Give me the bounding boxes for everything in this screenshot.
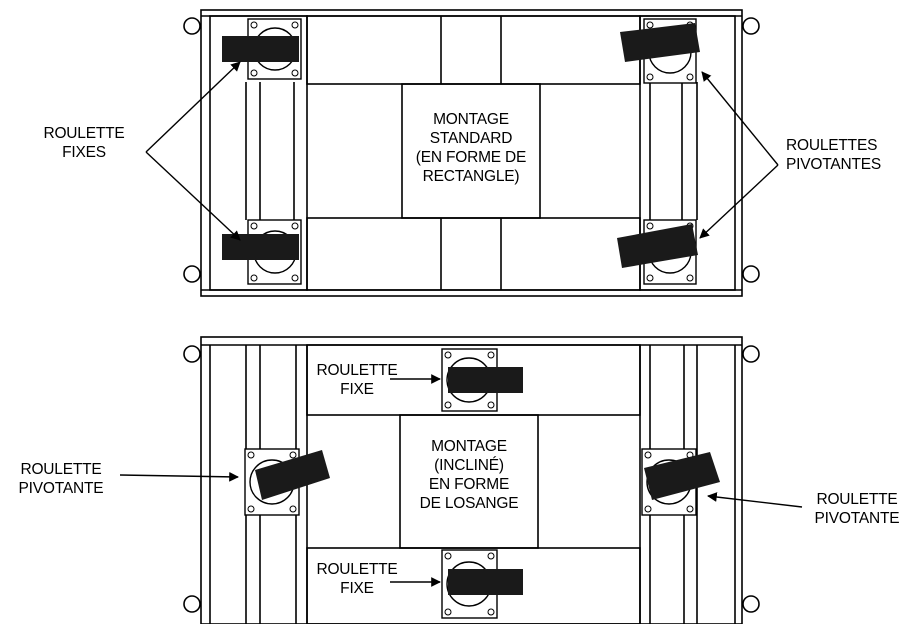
top-swivel-caster-lower [617, 219, 698, 285]
bottom-platform-top-left-ring [183, 345, 201, 363]
top-arrows [145, 61, 779, 241]
bottom-fixed-caster-lower [441, 549, 523, 619]
bottom-bottom-caster-label: ROULETTE FIXE [316, 561, 398, 597]
bottom-swivel-caster-left [244, 448, 330, 516]
bottom-right-ring [742, 265, 760, 283]
bottom-left-ring [183, 265, 201, 283]
bottom-center-label: MONTAGE (INCLINÉ) EN FORME DE LOSANGE [419, 438, 519, 512]
top-right-label: ROULETTES PIVOTANTES [786, 137, 882, 173]
top-left-label: ROULETTE FIXES [43, 125, 125, 161]
top-swivel-caster-upper [620, 18, 700, 84]
top-center-panel [401, 83, 541, 219]
bottom-center-panel [399, 414, 539, 549]
bottom-platform-top-right-ring [742, 345, 760, 363]
top-platform [183, 9, 760, 297]
top-right-rail [639, 15, 736, 291]
bottom-outer-frame [200, 336, 743, 624]
bottom-swivel-caster-right [641, 448, 720, 516]
bottom-platform-bottom-left-ring [183, 595, 201, 613]
top-fixed-caster-upper [222, 18, 302, 80]
bottom-right-label: ROULETTE PIVOTANTE [814, 491, 900, 527]
top-right-ring [742, 17, 760, 35]
top-left-ring [183, 17, 201, 35]
bottom-arrows [119, 374, 803, 587]
top-fixed-caster-lower [222, 219, 302, 285]
bottom-platform-bottom-right-ring [742, 595, 760, 613]
top-lower-box [306, 217, 641, 291]
top-outer-frame [200, 9, 743, 297]
bottom-top-caster-label: ROULETTE FIXE [316, 362, 398, 398]
bottom-fixed-caster-upper [441, 348, 523, 412]
bottom-left-label: ROULETTE PIVOTANTE [18, 461, 104, 497]
top-left-rail [209, 15, 308, 291]
top-center-label: MONTAGE STANDARD (EN FORME DE RECTANGLE) [415, 111, 527, 185]
top-upper-box [306, 15, 641, 85]
